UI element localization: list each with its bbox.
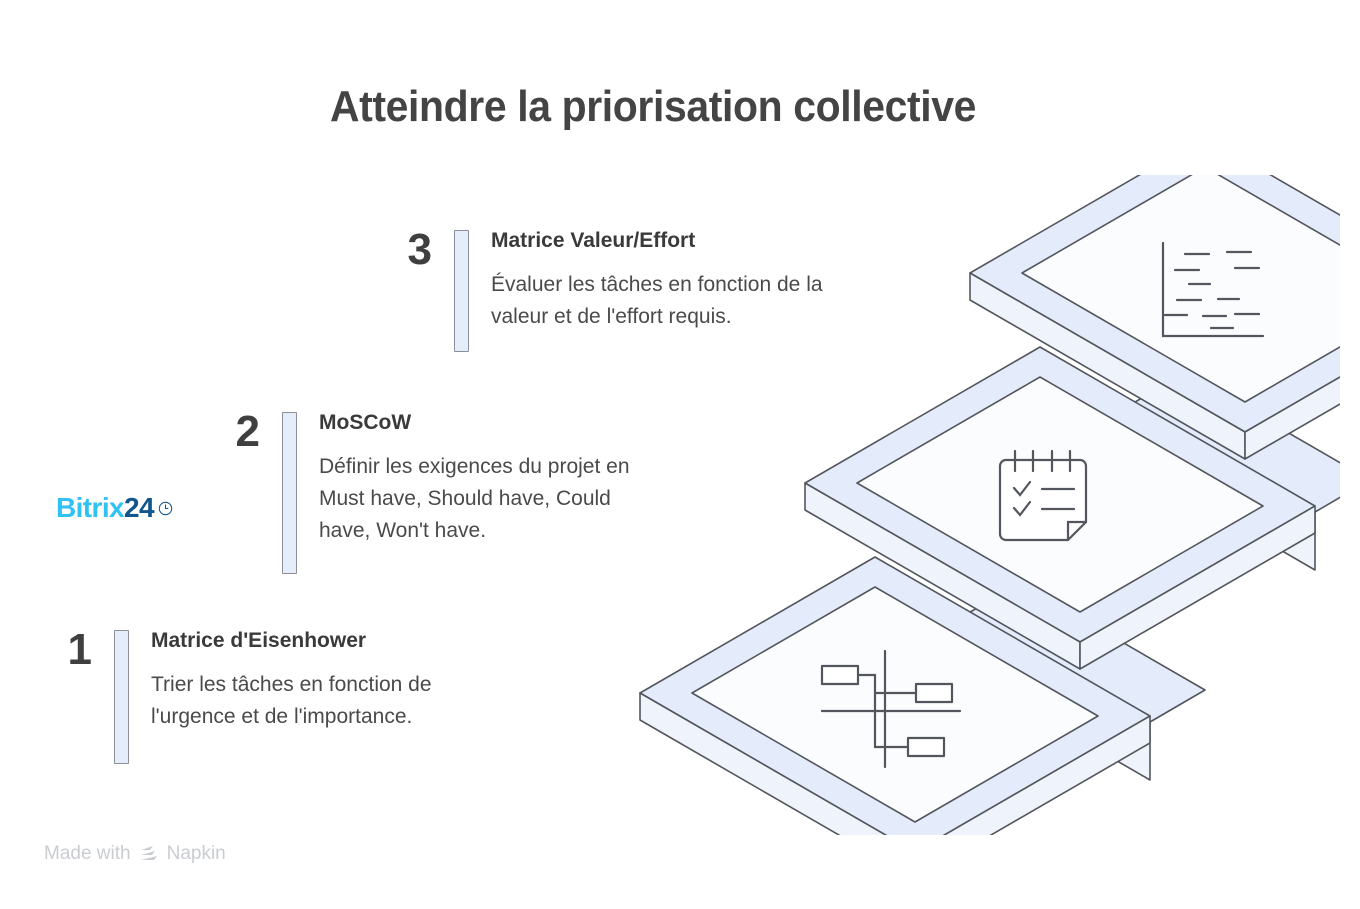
bitrix-wordmark: Bitrix (56, 492, 125, 523)
step-item-2: 2 MoSCoW Définir les exigences du projet… (200, 410, 630, 574)
step-accent-bar-1 (114, 630, 129, 764)
page-title: Atteindre la priorisation collective (329, 82, 977, 131)
step-number-1: 1 (67, 625, 92, 674)
step-number-3: 3 (407, 225, 432, 274)
step-text-1: Matrice d'Eisenhower Trier les tâches en… (151, 628, 432, 733)
checklist-notepad-icon (998, 449, 1088, 542)
napkin-logo-icon (139, 845, 159, 863)
step-heading-3: Matrice Valeur/Effort (491, 229, 696, 252)
step-description-2: Définir les exigences du projet en Must … (319, 455, 630, 542)
clock-icon (158, 501, 173, 516)
step-heading-2: MoSCoW (319, 411, 412, 434)
step-heading-1: Matrice d'Eisenhower (151, 629, 367, 652)
scatter-chart-icon (1161, 241, 1265, 338)
napkin-footer: Made with Napkin (44, 843, 226, 865)
step-text-2: MoSCoW Définir les exigences du projet e… (319, 410, 630, 547)
step-item-3: 3 Matrice Valeur/Effort Évaluer les tâch… (372, 228, 823, 352)
step-item-1: 1 Matrice d'Eisenhower Trier les tâches … (32, 628, 432, 764)
staircase-step-3 (969, 136, 1360, 460)
footer-brand-label: Napkin (166, 843, 226, 864)
step-description-1: Trier les tâches en fonction de l'urgenc… (151, 673, 432, 729)
step-description-3: Évaluer les tâches en fonction de la val… (491, 273, 823, 329)
isometric-staircase-graphic: .pb { fill:#e4ecfb; stroke:#53565c; stro… (630, 136, 1360, 880)
step-accent-bar-3 (454, 230, 469, 352)
step-number-2: 2 (235, 407, 260, 456)
step-text-3: Matrice Valeur/Effort Évaluer les tâches… (491, 228, 823, 333)
footer-made-with-label: Made with (44, 843, 131, 864)
matrix-chart-icon (820, 649, 962, 769)
bitrix-number: 24 (123, 492, 155, 523)
step-accent-bar-2 (282, 412, 297, 574)
